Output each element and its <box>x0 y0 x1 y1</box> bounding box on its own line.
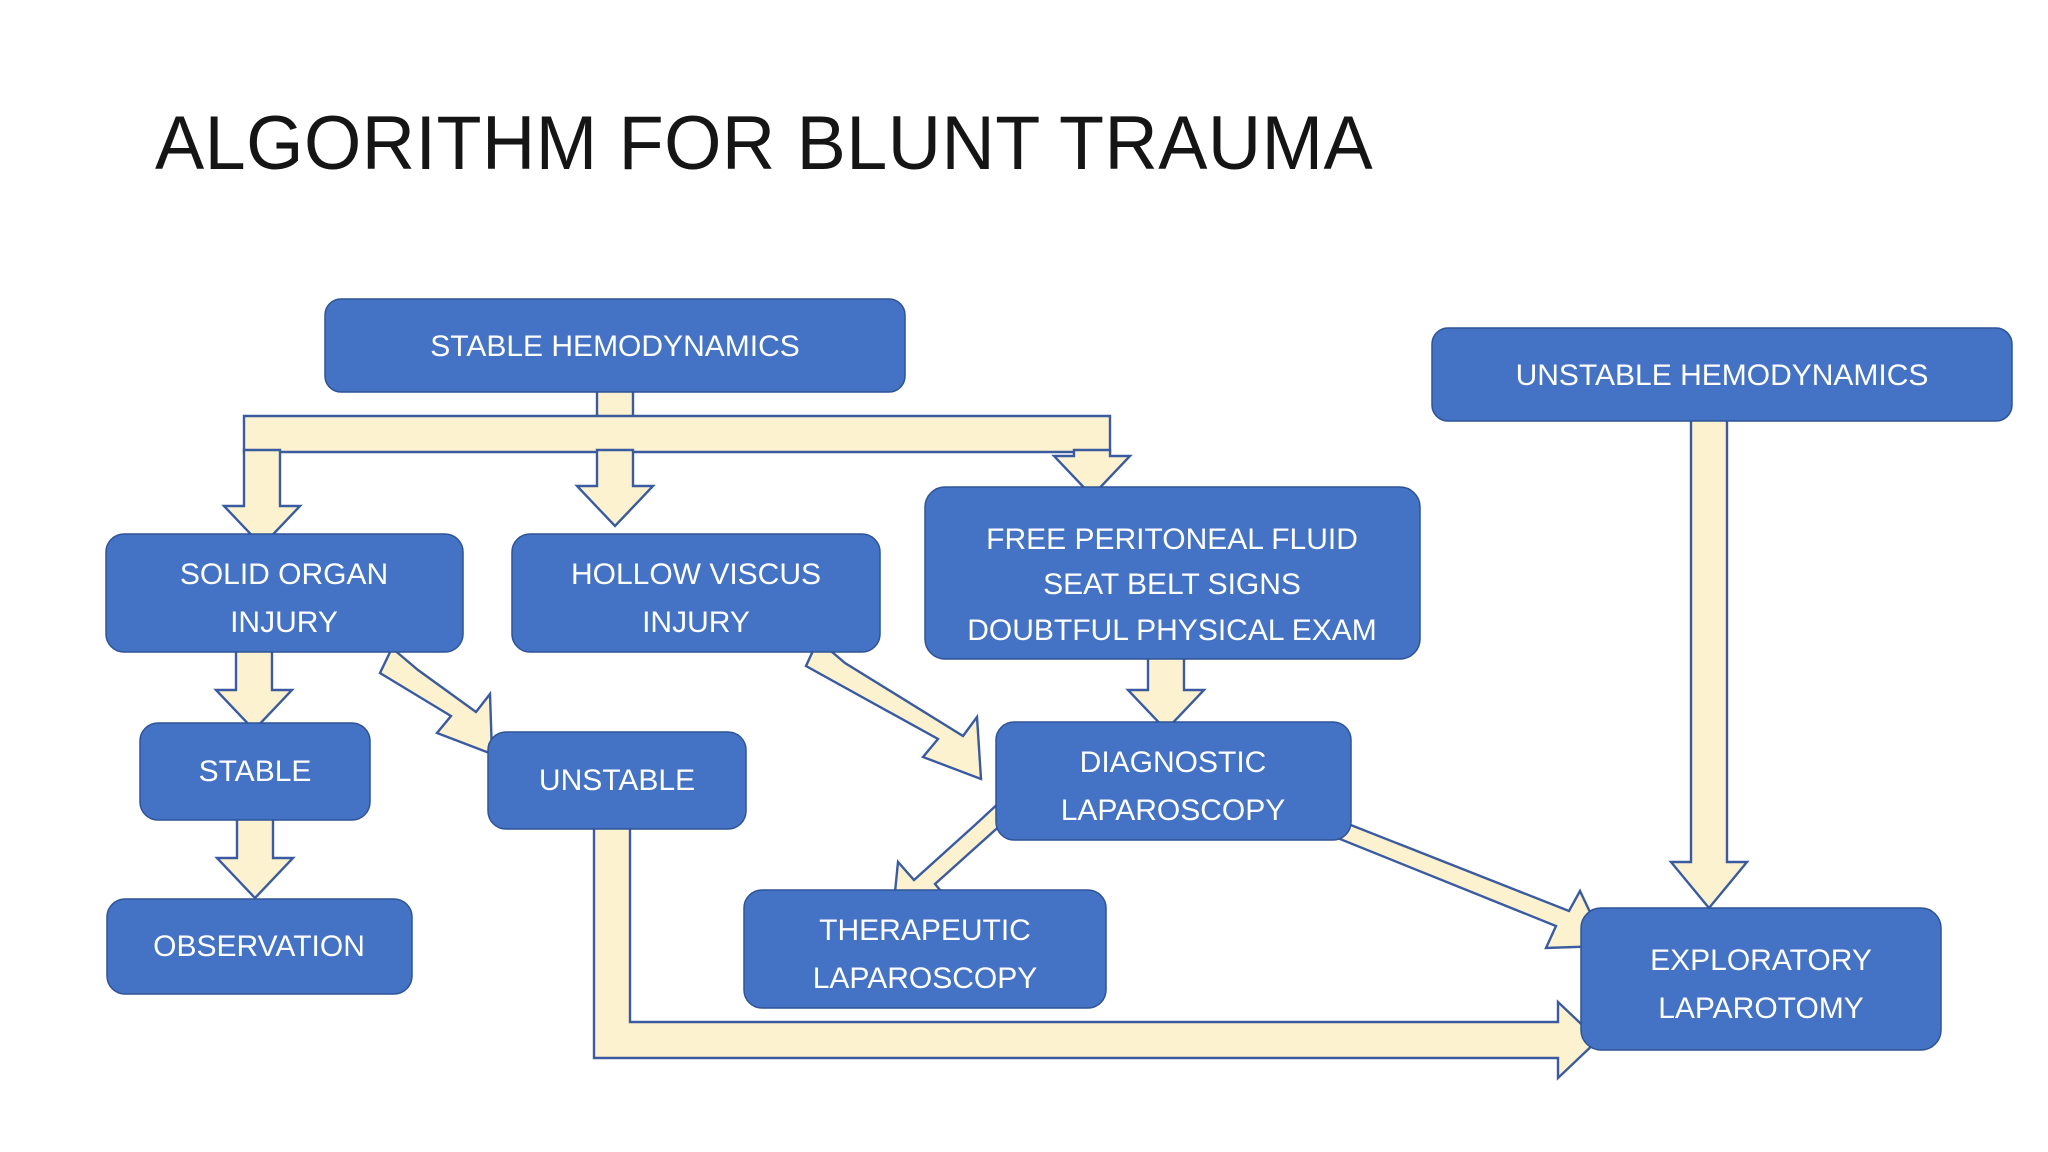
connector-stable-to-observation <box>214 816 296 900</box>
connector-hollow-viscus-to-diagnostic <box>804 638 983 781</box>
node-hollow-viscus-injury-label-line1: HOLLOW VISCUS <box>571 558 821 591</box>
node-unstable-hemodynamics-label: UNSTABLE HEMODYNAMICS <box>1516 359 1929 392</box>
connector-diagnostic-to-exploratory <box>1323 804 1608 950</box>
node-solid-organ-injury-label-line1: SOLID ORGAN <box>180 558 388 591</box>
node-unstable-hemodynamics[interactable]: UNSTABLE HEMODYNAMICS <box>1431 327 2013 422</box>
node-therapeutic-laparoscopy-label-line2: LAPAROSCOPY <box>813 962 1038 995</box>
node-hollow-viscus-injury-label-line2: INJURY <box>642 606 750 639</box>
node-exploratory-laparotomy-box[interactable] <box>1580 907 1942 1051</box>
node-solid-organ-injury[interactable]: SOLID ORGAN INJURY <box>105 533 464 653</box>
connector-stable-hemo-stem <box>595 388 635 420</box>
node-exploratory-laparotomy-label-line2: LAPAROTOMY <box>1658 992 1864 1025</box>
node-diagnostic-laparoscopy-box[interactable] <box>995 721 1352 841</box>
node-diagnostic-laparoscopy-label-line2: LAPAROSCOPY <box>1061 794 1286 827</box>
node-free-peritoneal-fluid-box[interactable] <box>924 486 1421 660</box>
node-diagnostic-laparoscopy[interactable]: DIAGNOSTIC LAPAROSCOPY <box>995 721 1352 841</box>
connector-distribution-bar <box>242 414 1112 454</box>
node-diagnostic-laparoscopy-label-line1: DIAGNOSTIC <box>1080 746 1267 779</box>
node-observation-box[interactable] <box>106 898 413 995</box>
node-stable-hemodynamics-label: STABLE HEMODYNAMICS <box>430 330 800 363</box>
node-observation[interactable]: OBSERVATION <box>106 898 413 995</box>
node-therapeutic-laparoscopy-box[interactable] <box>743 889 1107 1009</box>
node-therapeutic-laparoscopy[interactable]: THERAPEUTIC LAPAROSCOPY <box>743 889 1107 1009</box>
node-therapeutic-laparoscopy-label-line1: THERAPEUTIC <box>819 914 1031 947</box>
connector-solid-organ-to-stable <box>213 648 295 732</box>
node-free-peritoneal-fluid-label-line3: DOUBTFUL PHYSICAL EXAM <box>967 614 1377 647</box>
node-free-peritoneal-fluid-label-line2: SEAT BELT SIGNS <box>1043 568 1301 601</box>
node-unstable-hemodynamics-box[interactable] <box>1431 327 2013 422</box>
connector-arrow-to-free-peritoneal <box>1051 448 1133 498</box>
node-stable-hemodynamics-box[interactable] <box>324 298 906 393</box>
node-unstable-label: UNSTABLE <box>539 764 695 797</box>
node-exploratory-laparotomy[interactable]: EXPLORATORY LAPAROTOMY <box>1580 907 1942 1051</box>
node-observation-label: OBSERVATION <box>153 930 365 963</box>
node-unstable-box[interactable] <box>487 731 747 830</box>
node-solid-organ-injury-box[interactable] <box>105 533 464 653</box>
connector-unstable-to-exploratory <box>592 818 1600 1081</box>
node-solid-organ-injury-label-line2: INJURY <box>230 606 338 639</box>
node-free-peritoneal-fluid-label-line1: FREE PERITONEAL FLUID <box>986 523 1358 556</box>
node-stable-box[interactable] <box>139 722 371 821</box>
node-stable-label: STABLE <box>199 755 312 788</box>
node-free-peritoneal-fluid[interactable]: FREE PERITONEAL FLUID SEAT BELT SIGNS DO… <box>924 486 1421 660</box>
connector-arrow-to-hollow-viscus <box>574 448 656 528</box>
node-exploratory-laparotomy-label-line1: EXPLORATORY <box>1650 944 1872 977</box>
node-stable[interactable]: STABLE <box>139 722 371 821</box>
node-unstable[interactable]: UNSTABLE <box>487 731 747 830</box>
connector-arrow-to-solid-organ <box>221 448 303 548</box>
connector-solid-organ-to-unstable <box>378 646 494 756</box>
node-hollow-viscus-injury-box[interactable] <box>511 533 881 653</box>
connector-unstable-hemo-to-exploratory <box>1668 418 1750 910</box>
node-stable-hemodynamics[interactable]: STABLE HEMODYNAMICS <box>324 298 906 393</box>
connector-free-peritoneal-to-diagnostic <box>1125 653 1207 732</box>
node-hollow-viscus-injury[interactable]: HOLLOW VISCUS INJURY <box>511 533 881 653</box>
page-title: ALGORITHM FOR BLUNT TRAUMA <box>155 101 1374 186</box>
